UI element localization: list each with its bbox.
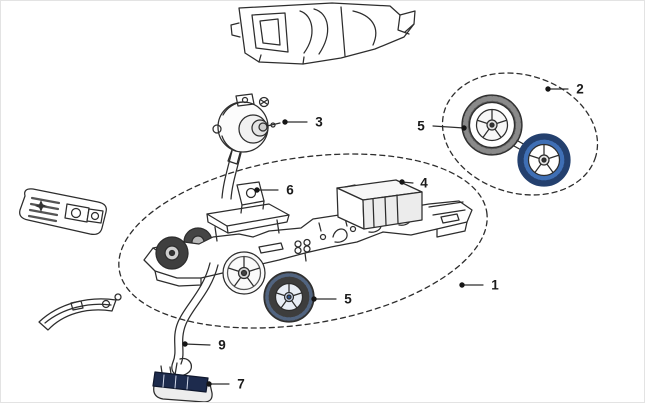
axle-wheel-assembly-illustration — [441, 72, 599, 196]
chassis-wheels-illustration — [155, 236, 315, 323]
curved-trim-illustration — [38, 293, 122, 331]
callout-label-1: 1 — [491, 277, 499, 293]
car-body-shell-illustration — [230, 2, 416, 65]
callout-leader-lines — [182, 86, 569, 387]
callout-label-5-chassis: 5 — [344, 291, 352, 307]
connector-plug-illustration — [152, 365, 213, 402]
chassis-zone-dashed-ellipse — [118, 153, 488, 329]
callout-label-3: 3 — [315, 114, 323, 130]
chassis-illustration — [143, 200, 473, 287]
callout-label-6: 6 — [286, 182, 294, 198]
callout-label-9: 9 — [218, 337, 226, 353]
callout-label-7: 7 — [237, 376, 245, 392]
callout-label-5-axle: 5 — [417, 118, 425, 134]
callout-label-4: 4 — [420, 175, 428, 191]
front-grille-illustration — [19, 188, 107, 235]
wiring-harness-illustration — [171, 262, 219, 377]
motor-illustration — [212, 93, 281, 200]
battery-box-illustration — [336, 179, 423, 230]
callout-label-2: 2 — [576, 81, 584, 97]
